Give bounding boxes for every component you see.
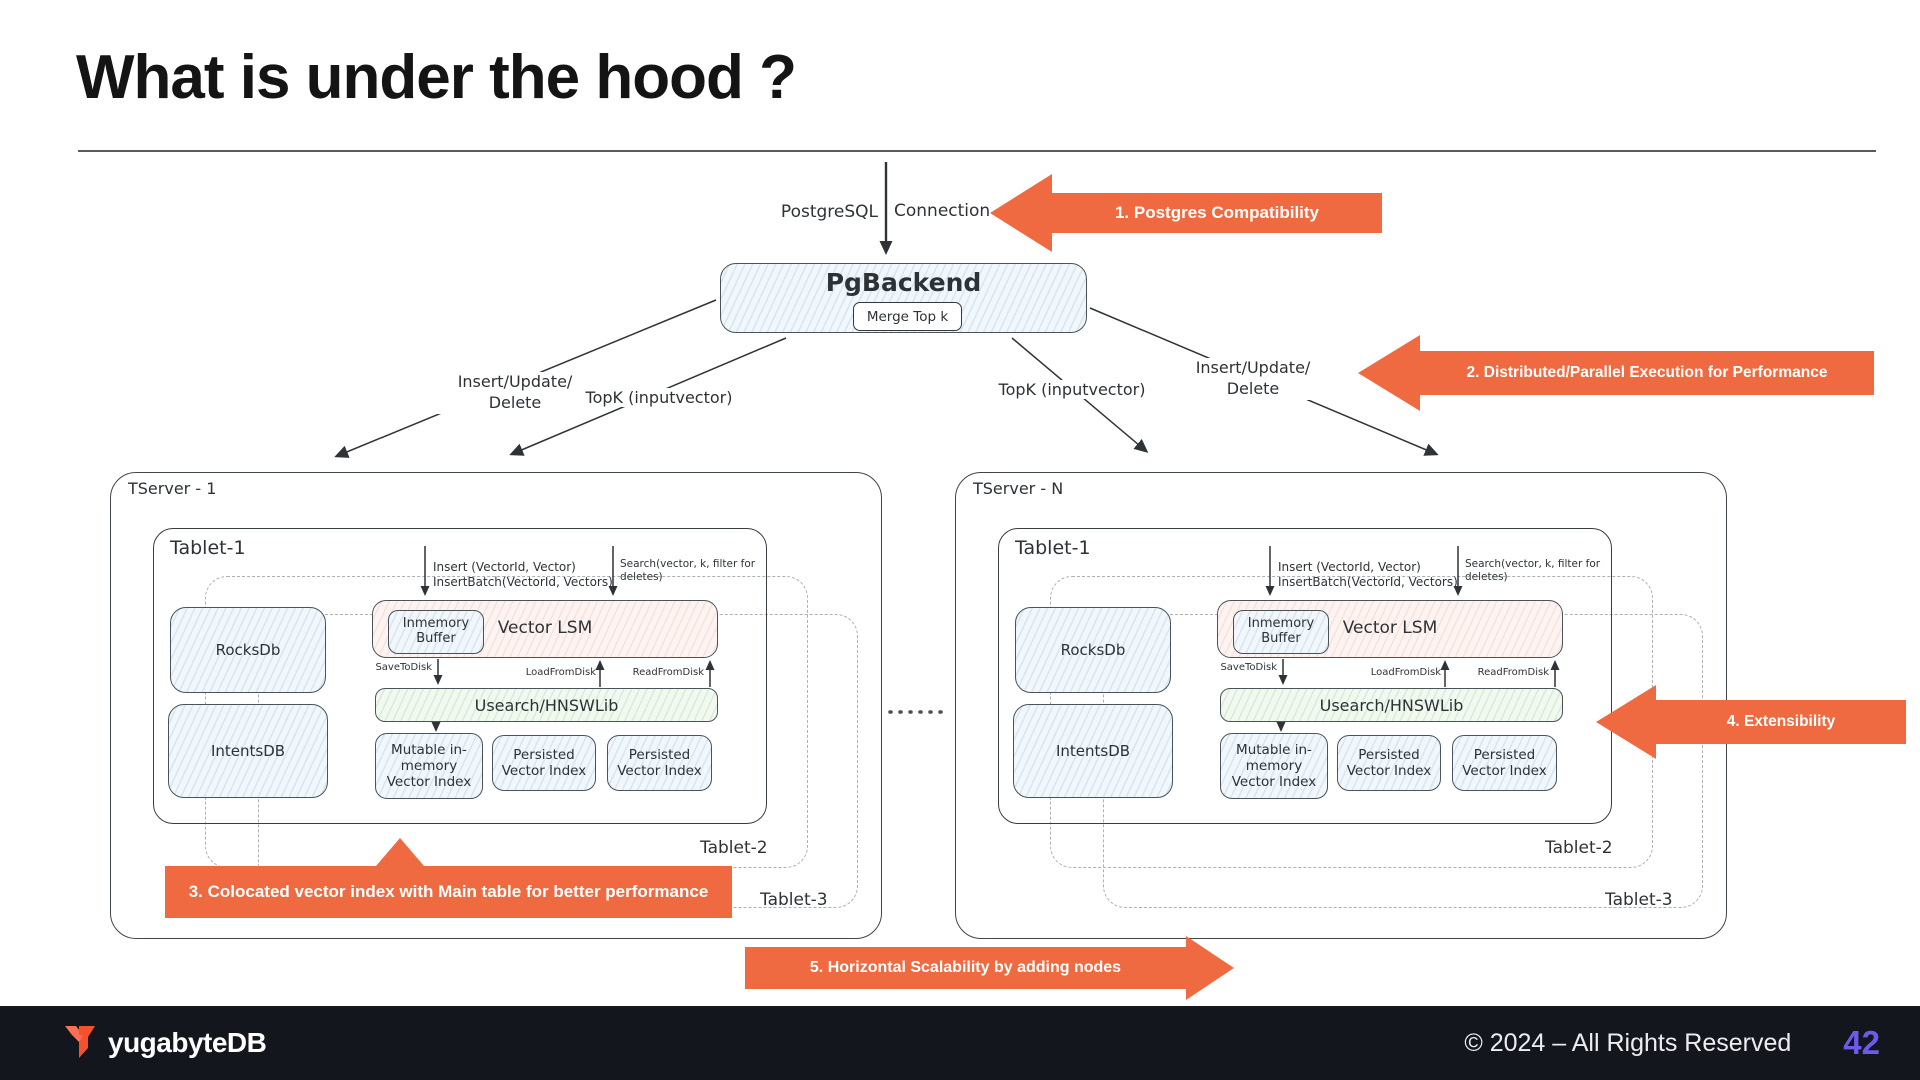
callout-label: 3. Colocated vector index with Main tabl… bbox=[165, 866, 732, 918]
callout-2-distributed-execution: 2. Distributed/Parallel Execution for Pe… bbox=[1358, 335, 1874, 411]
copyright-text: © 2024 – All Rights Reserved bbox=[1464, 1028, 1792, 1057]
mutable-index-box: Mutable in- memory Vector Index bbox=[1220, 733, 1328, 799]
tablet-3-label: Tablet-3 bbox=[1605, 890, 1673, 910]
search-api-label: Search(vector, k, filter for deletes) bbox=[1465, 558, 1601, 584]
callout-5-horizontal-scalability: 5. Horizontal Scalability by adding node… bbox=[745, 936, 1234, 1000]
vector-lsm-label: Vector LSM bbox=[1342, 618, 1438, 638]
callout-label: 4. Extensibility bbox=[1656, 700, 1906, 744]
edge-label-topk-left: TopK (inputvector) bbox=[575, 388, 743, 407]
read-from-disk-label: ReadFromDisk bbox=[632, 667, 704, 678]
intentsdb-box: IntentsDB bbox=[1013, 704, 1173, 798]
arrow-left-icon bbox=[1596, 685, 1656, 759]
tablet-1-label: Tablet-1 bbox=[1015, 537, 1091, 559]
tablet-3-label: Tablet-3 bbox=[760, 890, 828, 910]
tablet-2-label: Tablet-2 bbox=[700, 838, 768, 858]
insert-api-label: Insert (VectorId, Vector) InsertBatch(Ve… bbox=[1278, 560, 1458, 589]
callout-1-postgres-compatibility: 1. Postgres Compatibility bbox=[990, 174, 1382, 252]
yugabytedb-logo: yugabyteDB bbox=[64, 1025, 267, 1062]
brand-name: yugabyteDB bbox=[108, 1027, 267, 1058]
title-divider bbox=[78, 150, 1876, 152]
usearch-box: Usearch/HNSWLib bbox=[1220, 688, 1563, 722]
arrow-right-icon bbox=[1186, 936, 1234, 1000]
pgbackend-title: PgBackend bbox=[825, 268, 982, 297]
load-from-disk-label: LoadFromDisk bbox=[525, 667, 596, 678]
callout-3-colocated-index: 3. Colocated vector index with Main tabl… bbox=[165, 838, 732, 918]
callout-4-extensibility: 4. Extensibility bbox=[1596, 685, 1906, 759]
tablet-1-box bbox=[998, 528, 1612, 824]
tserver-1-box bbox=[110, 472, 882, 939]
tablet-1-box bbox=[153, 528, 767, 824]
arrow-up-icon bbox=[376, 838, 424, 866]
page-number: 42 bbox=[1843, 1024, 1880, 1061]
arrow-left-icon bbox=[1358, 335, 1420, 411]
callout-label: 2. Distributed/Parallel Execution for Pe… bbox=[1420, 351, 1874, 395]
save-to-disk-label: SaveToDisk bbox=[375, 662, 432, 673]
persisted-index-box: Persisted Vector Index bbox=[1337, 735, 1441, 791]
mutable-index-box: Mutable in- memory Vector Index bbox=[375, 733, 483, 799]
yugabytedb-logo-icon bbox=[65, 1025, 95, 1058]
tablet-2-label: Tablet-2 bbox=[1545, 838, 1613, 858]
vector-lsm-label: Vector LSM bbox=[497, 618, 593, 638]
edge-label-insert-update-delete-left: Insert/Update/ Delete bbox=[432, 372, 598, 414]
inmemory-buffer-box: Inmemory Buffer bbox=[1233, 610, 1329, 654]
persisted-index-box: Persisted Vector Index bbox=[492, 735, 596, 791]
postgresql-label: PostgreSQL bbox=[780, 202, 878, 222]
load-from-disk-label: LoadFromDisk bbox=[1370, 667, 1441, 678]
read-from-disk-label: ReadFromDisk bbox=[1477, 667, 1549, 678]
insert-api-label: Insert (VectorId, Vector) InsertBatch(Ve… bbox=[433, 560, 613, 589]
edge-label-insert-update-delete-right: Insert/Update/ Delete bbox=[1170, 358, 1336, 400]
rocksdb-box: RocksDb bbox=[1015, 607, 1171, 693]
callout-label: 5. Horizontal Scalability by adding node… bbox=[745, 947, 1186, 989]
footer-bar: yugabyteDB © 2024 – All Rights Reserved … bbox=[0, 1006, 1920, 1080]
tserver-n-label: TServer - N bbox=[973, 479, 1064, 498]
intentsdb-box: IntentsDB bbox=[168, 704, 328, 798]
tserver-1-label: TServer - 1 bbox=[128, 479, 217, 498]
connection-label: Connection bbox=[894, 201, 991, 221]
rocksdb-box: RocksDb bbox=[170, 607, 326, 693]
edge-label-topk-right: TopK (inputvector) bbox=[988, 380, 1156, 399]
inmemory-buffer-box: Inmemory Buffer bbox=[388, 610, 484, 654]
search-api-label: Search(vector, k, filter for deletes) bbox=[620, 558, 756, 584]
callout-label: 1. Postgres Compatibility bbox=[1052, 193, 1382, 233]
persisted-index-box: Persisted Vector Index bbox=[607, 735, 712, 791]
save-to-disk-label: SaveToDisk bbox=[1220, 662, 1277, 673]
merge-topk-box: Merge Top k bbox=[853, 302, 962, 331]
usearch-box: Usearch/HNSWLib bbox=[375, 688, 718, 722]
page-title: What is under the hood ? bbox=[76, 43, 797, 112]
persisted-index-box: Persisted Vector Index bbox=[1452, 735, 1557, 791]
tablet-1-label: Tablet-1 bbox=[170, 537, 246, 559]
arrow-left-icon bbox=[990, 174, 1052, 252]
